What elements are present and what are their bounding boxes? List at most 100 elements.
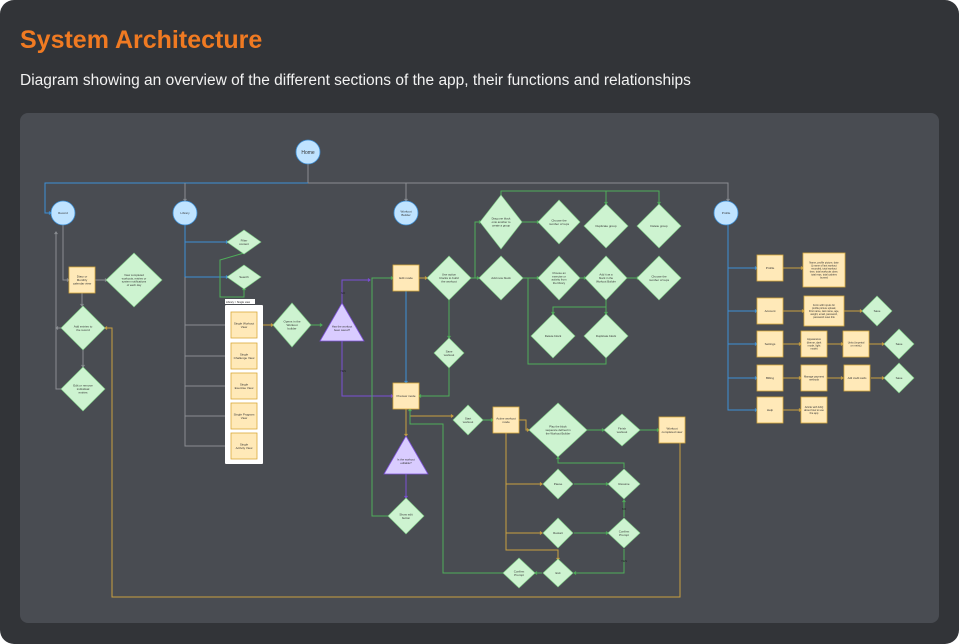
node-edit-mode: Edit mode	[392, 264, 420, 292]
node-library: Library	[172, 200, 198, 226]
node-duplicate-group: Duplicate group	[583, 203, 629, 249]
arrowhead-icon	[840, 376, 844, 380]
node-p-profile-desc: Name, profile picture, date& name of las…	[802, 252, 846, 288]
node-home: Home	[295, 139, 321, 165]
node-p-help: Help	[756, 396, 784, 424]
arrowhead-icon	[539, 482, 543, 486]
node-p-add-cards: Add credit cards	[843, 364, 871, 392]
connector-line	[419, 368, 450, 397]
connector-line	[557, 457, 625, 468]
node-pause: Pause	[542, 468, 574, 500]
node-exit: Exit	[542, 558, 574, 588]
arrowhead-icon	[319, 323, 323, 327]
connector-line	[44, 182, 308, 214]
node-label: Profile	[722, 211, 731, 215]
node-label: Search	[239, 275, 249, 279]
node-label: Resume	[618, 482, 630, 486]
arrowhead-icon	[573, 571, 577, 575]
node-p-billing-save: Save	[883, 362, 915, 394]
connector-line	[341, 341, 393, 397]
node-label: Profile	[766, 266, 775, 270]
connector-line	[62, 225, 69, 281]
node-label: Home	[301, 150, 315, 156]
connector-line	[219, 252, 245, 298]
connector-line	[409, 409, 503, 574]
connector-line	[474, 221, 481, 278]
connector-line	[105, 327, 681, 598]
node-add-new-block: Add new block	[478, 255, 524, 301]
arrowhead-icon	[54, 231, 58, 235]
connector-line	[727, 225, 757, 411]
node-label: Add new block	[491, 276, 511, 280]
arrowhead-icon	[450, 414, 454, 418]
branch-label: YES	[621, 559, 627, 563]
node-label: Library	[180, 211, 190, 215]
node-label: Duplicate block	[596, 334, 617, 338]
arrowhead-icon	[539, 531, 543, 535]
node-label: Record	[58, 211, 68, 215]
node-duplicate-block: Duplicate block	[583, 313, 629, 359]
connector-line	[307, 164, 729, 201]
node-label: Edit mode	[399, 276, 413, 280]
connector-line	[341, 279, 370, 305]
arrowhead-icon	[622, 499, 626, 503]
node-profile: Profile	[713, 200, 739, 226]
connector-line	[527, 277, 607, 365]
node-p-settings: Settings	[756, 330, 784, 358]
node-label: Account	[765, 309, 776, 313]
node-record: Record	[50, 200, 76, 226]
connector-line	[55, 232, 61, 390]
branch-label: NO	[622, 507, 627, 511]
arrowhead-icon	[55, 326, 59, 330]
node-label: Help	[767, 408, 774, 412]
arrowhead-icon	[367, 278, 371, 282]
node-label: Duplicate group	[595, 224, 616, 228]
